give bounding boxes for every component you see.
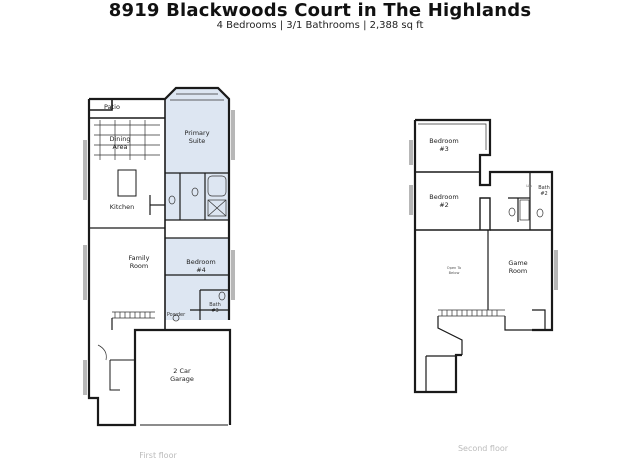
room-label-bath-2-2: #2 <box>540 191 547 197</box>
room-label-bath-3-2: #3 <box>211 308 218 314</box>
first-floor-caption: First floor <box>139 451 177 459</box>
room-label-family-room: Family <box>129 254 150 262</box>
room-label-open-to-below-2: Below <box>449 271 460 275</box>
room-label-powder: Powder <box>167 312 186 318</box>
page-subtitle: 4 Bedrooms | 3/1 Bathrooms | 2,388 sq ft <box>216 20 424 31</box>
room-label-patio: Patio <box>104 103 120 111</box>
room-label-primary-suite: Primary <box>184 129 209 137</box>
room-label-family-room-2: Room <box>130 262 149 270</box>
room-label-dining-2: Area <box>113 143 128 151</box>
room-label-bath-3: Bath <box>209 302 221 308</box>
room-label-garage: 2 Car <box>173 367 191 375</box>
first-floor-plan: Patio Dining Area Primary Suite Kitchen … <box>83 86 235 459</box>
page-title: 8919 Blackwoods Court in The Highlands <box>108 0 532 21</box>
room-label-bath-2: Bath <box>538 185 550 191</box>
bedroom-4-area <box>165 238 229 320</box>
room-label-bedroom-4: Bedroom <box>186 258 215 266</box>
primary-suite-area <box>165 88 229 220</box>
second-floor-caption: Second floor <box>458 444 509 453</box>
room-label-linen: Lin <box>526 184 531 188</box>
room-label-dining: Dining <box>110 135 131 143</box>
room-label-bedroom-4-2: #4 <box>196 266 206 274</box>
room-label-open-to-below: Open To <box>447 266 462 270</box>
second-floor-plan: Bedroom #3 Bedroom #2 Bath #2 Lin Open T… <box>409 118 558 453</box>
room-label-bedroom-3: Bedroom <box>429 137 458 145</box>
room-label-primary-suite-2: Suite <box>189 137 206 145</box>
room-label-bedroom-2-2: #2 <box>439 201 449 209</box>
room-label-kitchen: Kitchen <box>110 203 134 211</box>
room-label-bedroom-2: Bedroom <box>429 193 458 201</box>
room-label-bedroom-3-2: #3 <box>439 145 449 153</box>
room-label-game-room: Game <box>508 259 527 267</box>
room-label-game-room-2: Room <box>509 267 528 275</box>
room-label-garage-2: Garage <box>170 375 194 383</box>
